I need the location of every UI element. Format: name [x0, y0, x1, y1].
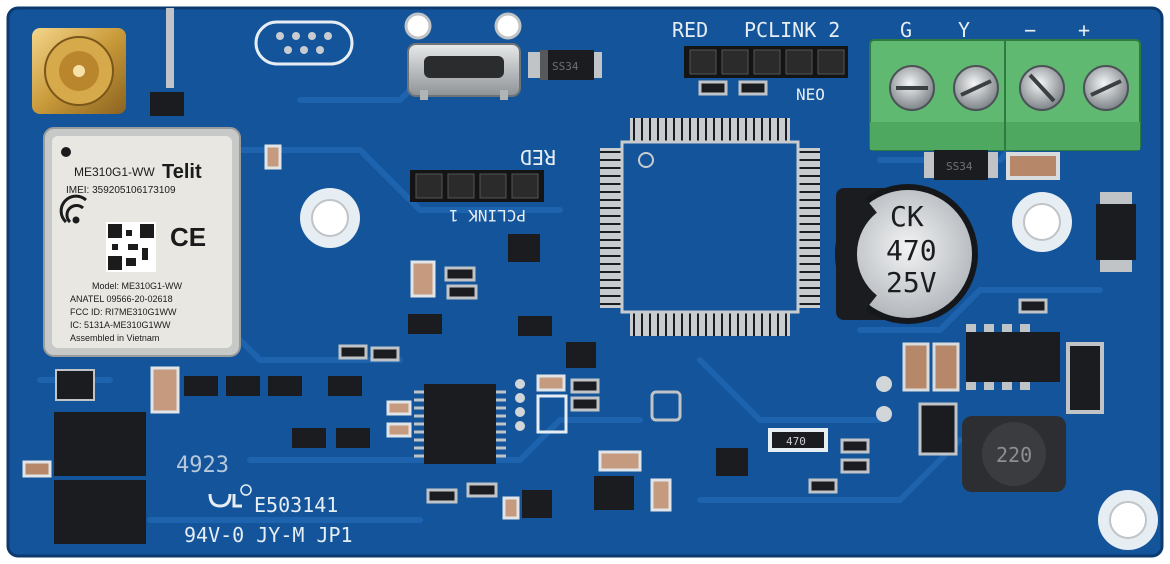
pclink2-header: RED PCLINK 2 NEO: [672, 18, 848, 104]
cap-tantalum-1: [902, 342, 930, 392]
pclink1-color-label: RED: [520, 145, 556, 169]
regulator-ic: [966, 324, 1060, 390]
capacitor-line2: 470: [886, 234, 937, 267]
diode-ss34-right: SS34: [924, 150, 998, 180]
telit-logo: Telit: [162, 161, 202, 183]
ce-mark-icon: CE: [170, 222, 206, 252]
power-inductor: 220: [962, 416, 1066, 492]
soic-chip: [414, 384, 506, 464]
ul-mark-icon: [208, 484, 252, 508]
pin1-dot: [61, 147, 71, 157]
small-qfn: [55, 369, 95, 401]
module-ic: IC: 5131A-ME310G1WW: [70, 320, 171, 330]
terminal-label-g: G: [900, 18, 912, 42]
terminal-label-minus: −: [1024, 18, 1036, 42]
pclink2-color-label: RED: [672, 18, 708, 42]
board-rating: 94V-0 JY-M JP1: [184, 523, 353, 547]
component-outline: [536, 394, 568, 434]
diode-ss34-top-label: SS34: [552, 60, 579, 73]
test-pads: [515, 376, 892, 431]
date-code: 4923: [176, 453, 229, 478]
square-pad: [650, 390, 682, 422]
antenna-transistor: [150, 8, 184, 116]
left-memory-chip-1: [54, 412, 146, 476]
module-model: Model: ME310G1-WW: [92, 281, 183, 291]
ul-cert-number: E503141: [254, 493, 338, 517]
mounting-holes: [300, 188, 1158, 550]
terminal-screws: [889, 65, 1129, 111]
resistor-label: 470: [786, 435, 806, 448]
smd-transistors: [184, 234, 748, 518]
smd-resistors: [338, 80, 1048, 504]
cap-tiny-left: [22, 460, 52, 478]
pclink1-header: RED PCLINK 1: [410, 145, 556, 225]
wifi-icon: [59, 194, 88, 224]
cap-tantalum-2: [932, 342, 960, 392]
diode-right-edge: [1096, 192, 1136, 272]
pclink2-label: PCLINK 2: [744, 18, 840, 42]
terminal-label-y: Y: [958, 18, 970, 42]
capacitor-line1: CK: [890, 200, 924, 233]
diode-small: [918, 402, 958, 456]
terminal-block: G Y − +: [869, 18, 1141, 151]
mcu-chip: [600, 118, 820, 336]
pclink2-sub-label: NEO: [796, 85, 825, 104]
resistor-470: 470: [768, 428, 828, 452]
left-memory-chip-2: [54, 480, 146, 544]
smd-capacitors-tan: [264, 144, 672, 520]
module-name: ME310G1-WW: [74, 165, 155, 179]
smd-capacitor: [1006, 152, 1060, 180]
terminal-label-plus: +: [1078, 18, 1090, 42]
module-imei: IMEI: 359205106173109: [66, 185, 176, 196]
module-assembled: Assembled in Vietnam: [70, 333, 159, 343]
micro-usb-port: [404, 12, 522, 100]
diode-power: [1066, 342, 1104, 414]
module-anatel: ANATEL 09566-20-02618: [70, 294, 173, 304]
electrolytic-capacitor: CK 470 25V: [834, 184, 978, 324]
qr-code-icon: [106, 222, 156, 272]
module-fcc: FCC ID: RI7ME310G1WW: [70, 307, 177, 317]
capacitor-line3: 25V: [886, 266, 937, 299]
cap-left: [150, 366, 180, 414]
inductor-label: 220: [996, 443, 1032, 467]
sma-antenna-connector: [32, 28, 126, 114]
slot-cutout: [254, 20, 354, 66]
diode-ss34-right-label: SS34: [946, 160, 973, 173]
telit-module: ME310G1-WW Telit IMEI: 359205106173109 C…: [43, 127, 241, 357]
diode-ss34-top: SS34: [528, 50, 602, 80]
pclink1-label: PCLINK 1: [449, 206, 526, 225]
